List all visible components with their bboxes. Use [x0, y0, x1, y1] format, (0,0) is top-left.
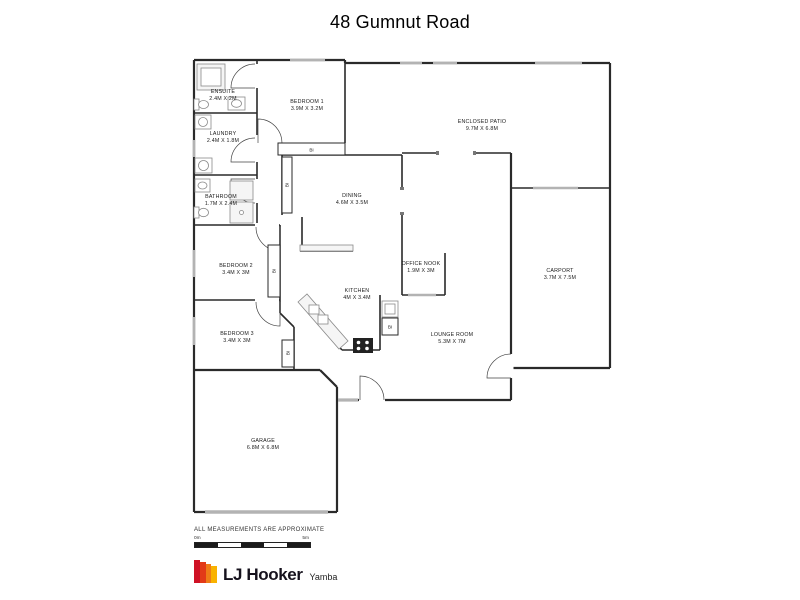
scale-segment: [241, 543, 264, 547]
room-label-garage: GARAGE: [251, 438, 275, 444]
agency-logo: LJ Hooker Yamba: [194, 560, 337, 583]
room-dims-patio: 9.7M X 6.8M: [466, 126, 498, 132]
scale-start-label: 0m: [194, 536, 201, 541]
built-in-label: BI: [272, 269, 277, 273]
room-dims-bedroom3: 3.4M X 3M: [223, 338, 250, 344]
room-label-bedroom1: BEDROOM 1: [290, 99, 324, 105]
floorplan-drawing: BI BI BI BI BI ENSUITE 2.4M X 2M LAUNDRY…: [192, 58, 612, 514]
room-dims-office-nook: 1.9M X 3M: [407, 268, 434, 274]
room-dims-lounge: 5.3M X 7M: [438, 339, 465, 345]
footer: ALL MEASUREMENTS ARE APPROXIMATE 0m 5m: [194, 527, 394, 548]
built-in-label: BI: [388, 325, 392, 330]
room-label-laundry: LAUNDRY: [210, 131, 237, 137]
page-title: 48 Gumnut Road: [330, 12, 470, 32]
room-label-patio: ENCLOSED PATIO: [458, 119, 507, 125]
room-label-carport: CARPORT: [546, 268, 574, 274]
room-label-ensuite: ENSUITE: [211, 89, 236, 95]
stove-icon: [353, 338, 373, 353]
room-dims-kitchen: 4M X 3.4M: [343, 295, 370, 301]
scale-bar: 0m 5m: [194, 536, 311, 548]
room-dims-carport: 3.7M X 7.5M: [544, 275, 576, 281]
room-label-bedroom3: BEDROOM 3: [220, 331, 254, 337]
disclaimer-text: ALL MEASUREMENTS ARE APPROXIMATE: [194, 527, 325, 533]
room-labels: ENSUITE 2.4M X 2M LAUNDRY 2.4M X 1.8M BA…: [205, 89, 576, 451]
built-in-label: BI: [285, 183, 290, 187]
room-dims-laundry: 2.4M X 1.8M: [207, 138, 239, 144]
room-label-dining: DINING: [342, 193, 362, 199]
room-dims-garage: 6.8M X 6.8M: [247, 445, 279, 451]
scale-bar-segments: [194, 542, 311, 548]
scale-segment: [218, 543, 241, 547]
jamb-markers: [400, 151, 476, 215]
room-dims-bedroom1: 3.9M X 3.2M: [291, 106, 323, 112]
built-ins: BI BI BI BI BI: [267, 142, 399, 368]
scale-segment: [287, 543, 310, 547]
agency-name: LJ Hooker: [223, 565, 303, 584]
bath-icon: [229, 180, 254, 201]
room-dims-bathroom: 1.7M X 2.4M: [205, 201, 237, 207]
scale-end-label: 5m: [302, 536, 309, 541]
built-in-label: BI: [309, 148, 313, 153]
scale-segment: [264, 543, 287, 547]
exterior-walls: [192, 58, 612, 514]
room-dims-bedroom2: 3.4M X 3M: [222, 270, 249, 276]
room-dims-dining: 4.6M X 3.5M: [336, 200, 368, 206]
room-label-kitchen: KITCHEN: [345, 288, 370, 294]
kitchen-counter-icon: [299, 244, 354, 252]
office-name: Yamba: [309, 572, 338, 582]
room-label-bathroom: BATHROOM: [205, 194, 237, 200]
door-openings: [254, 64, 514, 403]
windows: [192, 58, 582, 514]
ljhooker-mark-icon: [194, 560, 217, 583]
room-label-lounge: LOUNGE ROOM: [431, 332, 474, 338]
room-dims-ensuite: 2.4M X 2M: [209, 96, 236, 102]
room-label-bedroom2: BEDROOM 2: [219, 263, 253, 269]
scale-segment: [195, 543, 218, 547]
room-label-office-nook: OFFICE NOOK: [402, 261, 441, 267]
fixtures: [193, 63, 399, 353]
built-in-label: BI: [286, 351, 291, 355]
